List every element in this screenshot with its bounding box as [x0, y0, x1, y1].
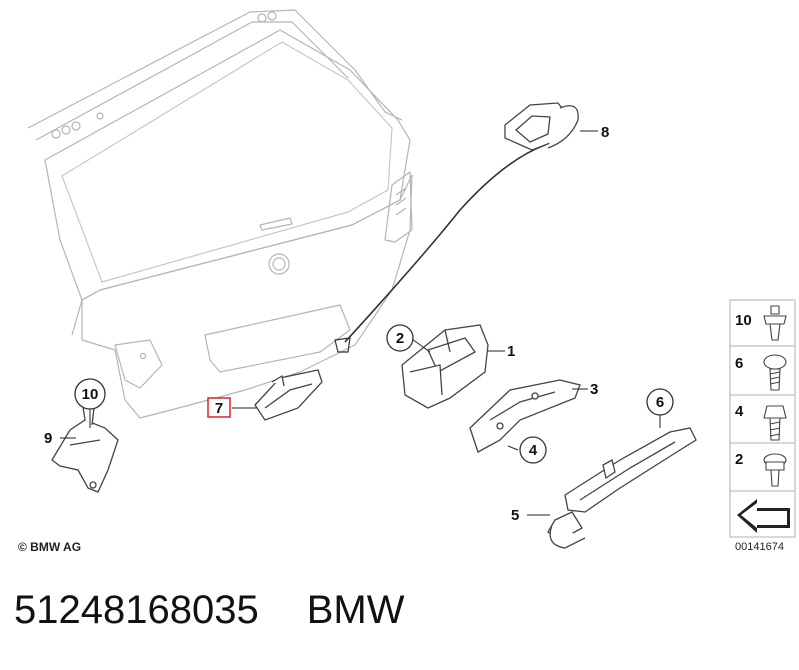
callout-labels: 1 2 3 4 5 6 7 8 9 10 [44, 124, 674, 524]
legend-cell-4 [729, 394, 796, 444]
callout-10-circle [74, 378, 106, 410]
direction-arrow-icon [737, 499, 790, 533]
collar-screw-icon [763, 405, 787, 441]
legend-number-10: 10 [735, 312, 752, 329]
copyright-notice: © BMW AG [18, 540, 82, 554]
brand-name: BMW [306, 588, 405, 632]
legend-number-4: 4 [735, 403, 744, 420]
part-1-lock [401, 324, 489, 409]
callout-4: 4 [529, 442, 538, 459]
callout-2-circle [386, 324, 414, 352]
washer-screw-icon [763, 453, 787, 487]
part-number: 51248168035 [14, 588, 259, 632]
callout-3: 3 [590, 381, 598, 398]
callout-1: 1 [507, 343, 515, 360]
fastener-legend: 10 6 4 2 [729, 299, 796, 538]
push-rivet-icon [763, 305, 787, 341]
legend-number-2: 2 [735, 451, 743, 468]
part-8-drive [504, 102, 579, 151]
callout-10: 10 [82, 386, 99, 403]
callout-4-circle [519, 436, 547, 464]
drawing-number: 00141674 [735, 541, 784, 553]
part-number-footer: 51248168035 BMW [14, 588, 404, 633]
callout-8: 8 [601, 124, 609, 141]
part-7-component [254, 369, 323, 421]
part-3-bracket [469, 379, 581, 453]
callout-7: 7 [215, 400, 223, 417]
callout-9: 9 [44, 430, 52, 447]
tailgate-illustration [27, 9, 413, 419]
callout-5: 5 [511, 507, 519, 524]
callout-7-highlight-box [207, 397, 231, 418]
leader-lines [60, 130, 661, 516]
hex-screw-icon [763, 354, 787, 391]
legend-number-6: 6 [735, 355, 743, 372]
callout-6: 6 [656, 394, 664, 411]
part-6-release-handle [547, 427, 697, 549]
legend-cell-6 [729, 345, 796, 396]
part-9-hinge-bracket [51, 395, 119, 493]
callout-6-circle [646, 388, 674, 416]
callout-2: 2 [396, 330, 404, 347]
